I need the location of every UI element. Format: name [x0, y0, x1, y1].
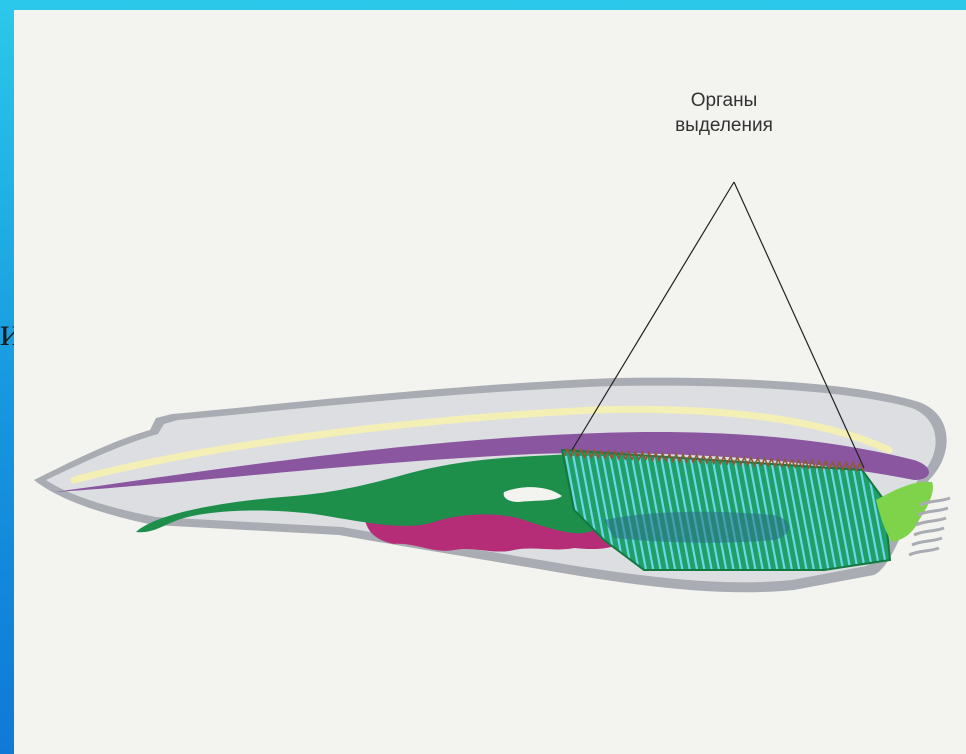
diagram-panel: Органы выделения	[14, 10, 966, 754]
callout-label-line1: Органы	[614, 88, 834, 113]
callout-label: Органы выделения	[614, 88, 834, 138]
pharynx-dark-band	[604, 512, 789, 543]
cut-off-slide-text: и	[0, 305, 14, 359]
callout-label-line2: выделения	[614, 113, 834, 138]
